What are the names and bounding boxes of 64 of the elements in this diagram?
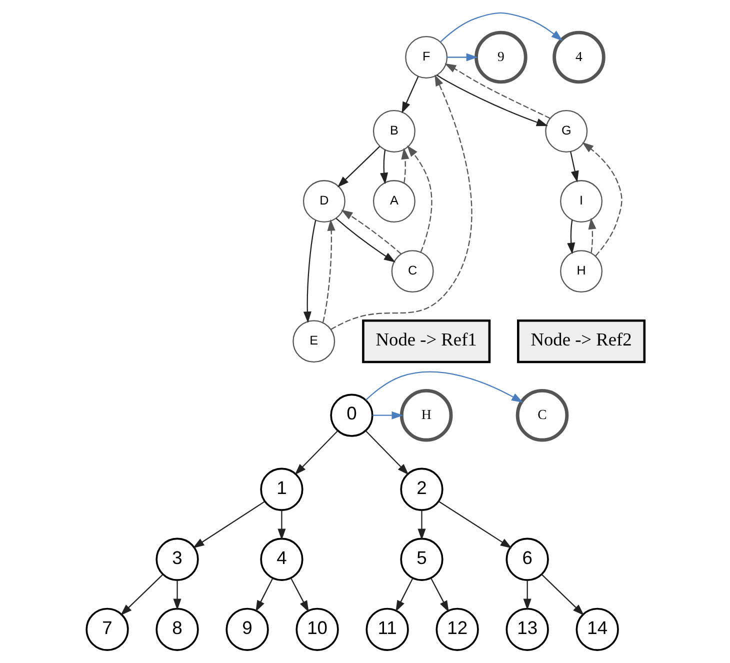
node-circle: H <box>399 388 452 442</box>
arrow <box>322 219 335 322</box>
arrow <box>406 145 432 253</box>
arrow <box>336 146 380 188</box>
node-circle: D <box>302 180 345 223</box>
node-circle: 7 <box>85 608 128 651</box>
node-circle: G <box>544 110 588 152</box>
arrow <box>277 510 286 540</box>
arrow <box>192 501 264 548</box>
arrow <box>172 580 181 610</box>
node-circle: 12 <box>435 608 478 651</box>
node-circle: A <box>372 180 415 223</box>
arrow <box>372 411 403 420</box>
arrow <box>440 12 562 42</box>
arrow <box>395 578 413 612</box>
node-circle: 10 <box>295 608 338 651</box>
node-circle: 9 <box>474 30 527 84</box>
node-circle: C <box>390 250 434 293</box>
node-circle: E <box>292 320 335 363</box>
arrow <box>588 218 596 253</box>
arrow <box>438 500 512 548</box>
arrow <box>444 63 550 119</box>
node-circle: 9 <box>225 608 268 651</box>
node-circle: 3 <box>155 538 198 581</box>
node-box: Node -> Ref1 <box>362 320 490 364</box>
node-circle: 4 <box>260 538 303 581</box>
arrow <box>417 510 426 540</box>
arrow <box>255 578 273 612</box>
node-circle: 4 <box>552 30 605 84</box>
node-circle: 13 <box>505 608 548 651</box>
arrow <box>364 371 523 403</box>
arrow <box>400 148 409 183</box>
node-circle: H <box>560 250 602 293</box>
arrow <box>401 76 418 114</box>
arrow <box>566 220 575 254</box>
node-box: Node -> Ref2 <box>516 320 646 364</box>
node-circle: 2 <box>400 468 443 511</box>
arrow <box>430 578 448 612</box>
node-circle: 6 <box>505 538 548 581</box>
arrow <box>120 574 163 616</box>
node-circle: 0 <box>330 394 373 437</box>
arrow <box>582 142 622 256</box>
node-circle: I <box>560 180 602 223</box>
arrow <box>522 580 531 610</box>
arrow <box>540 574 584 616</box>
node-circle: 14 <box>575 608 618 651</box>
arrow <box>294 430 338 475</box>
node-circle: B <box>372 110 415 152</box>
arrow <box>340 210 402 254</box>
arrow <box>570 152 578 182</box>
arrow <box>302 220 316 324</box>
arrow <box>335 218 395 262</box>
node-circle: 1 <box>260 468 303 511</box>
arrow <box>446 53 478 62</box>
node-circle: C <box>515 388 568 442</box>
arrow <box>436 74 548 126</box>
arrow <box>330 74 472 330</box>
node-circle: F <box>404 36 448 78</box>
node-circle: 11 <box>365 608 408 651</box>
node-circle: 8 <box>155 608 198 651</box>
arrow <box>290 578 308 612</box>
arrow <box>364 430 408 475</box>
node-circle: 5 <box>400 538 443 581</box>
arrow <box>380 150 388 184</box>
